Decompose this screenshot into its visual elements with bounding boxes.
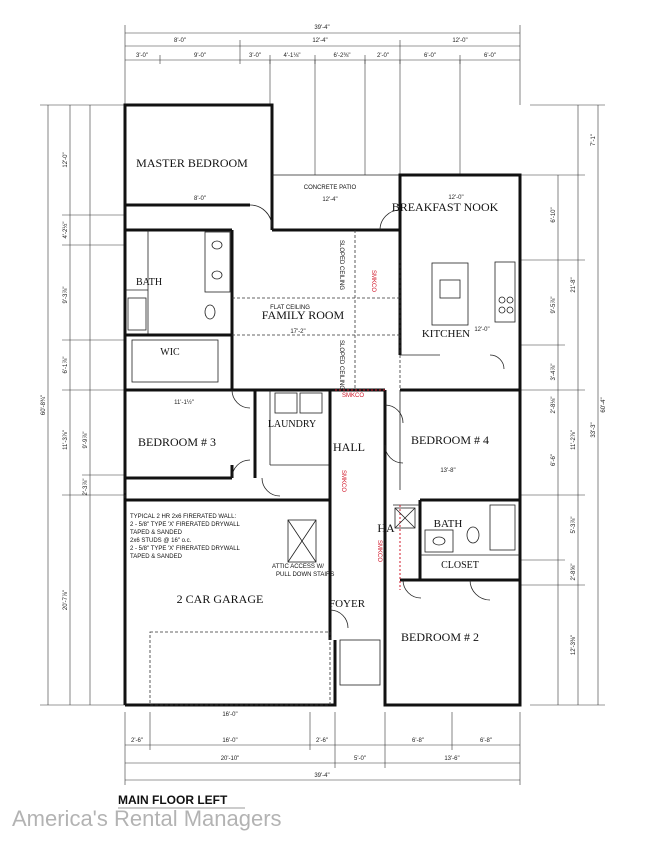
dim-family-width: 17'-2" <box>290 329 305 335</box>
dim-row3-4: 6'-2⅜" <box>334 53 351 59</box>
room-hall: HALL <box>333 440 365 454</box>
dim-top-overall: 39'-4" <box>314 25 329 31</box>
bottom-dimensions: 2'-6" 16'-0" 2'-6" 6'-8" 6'-8" 20'-10" 5… <box>124 712 521 785</box>
room-foyer: FOYER <box>329 598 366 610</box>
dim-right-3: 9'-5⅞" <box>551 297 557 314</box>
label-flat-ceiling: FLAT CEILING <box>270 305 310 311</box>
label-sloped-ceiling-1: SLOPED CEILING <box>338 240 344 290</box>
dim-right-10: 12'-3⅜" <box>571 635 577 655</box>
label-concrete-patio: CONCRETE PATIO <box>304 185 357 191</box>
room-closet: CLOSET <box>441 560 479 571</box>
smoke-detectors: SMKCO SMKCO SMKCO SMKCO <box>340 270 382 562</box>
doors <box>231 204 505 629</box>
dim-left-inner-0: 9'-9⅞" <box>83 432 89 449</box>
room-bath-2: BATH <box>434 518 463 530</box>
dim-top-mid: 12'-4" <box>312 38 327 44</box>
room-bedroom-2: BEDROOM # 2 <box>401 630 479 644</box>
watermark: America's Rental Managers <box>12 806 282 831</box>
room-hall-2: HA <box>377 521 395 535</box>
dim-right-0: 7'-1" <box>591 134 597 146</box>
dim-row3-5: 2'-0" <box>377 53 389 59</box>
room-bedroom-3: BEDROOM # 3 <box>138 435 216 449</box>
dim-row3-7: 6'-0" <box>484 53 496 59</box>
dim-bed4-width: 13'-8" <box>440 468 455 474</box>
room-wic: WIC <box>160 347 180 358</box>
room-kitchen: KITCHEN <box>422 328 470 340</box>
dim-left-4: 11'-3⅞" <box>63 430 69 450</box>
dim-right-6: 11'-2⅞" <box>571 430 577 450</box>
room-breakfast-nook: BREAKFAST NOOK <box>392 200 499 214</box>
dim-row3-6: 6'-0" <box>424 53 436 59</box>
right-dimensions: 60'-4" 7'-1" 6'-10" 21'-8" 9'-5⅞" 3'-4⅞"… <box>520 104 607 706</box>
wall-note: TYPICAL 2 HR 2x6 FIRERATED WALL: 2 - 5/8… <box>130 514 334 578</box>
dim-bottom-row2-2: 13'-6" <box>444 756 459 762</box>
smoke-label-0: SMKCO <box>370 270 376 292</box>
fixtures <box>127 231 516 563</box>
interior-walls <box>125 203 520 640</box>
dim-top-right: 12'-0" <box>452 38 467 44</box>
dim-right-9: 2'-8⅝" <box>571 564 577 581</box>
dashed-lines <box>124 230 401 706</box>
top-dimensions: 39'-4" 8'-0" 12'-4" 12'-0" 3'-0" 9'-0" 3… <box>124 25 521 175</box>
dim-row3-2: 3'-0" <box>249 53 261 59</box>
dim-patio-width: 12'-4" <box>322 197 337 203</box>
smoke-label-2: SMKCO <box>340 470 346 492</box>
dim-left-inner-1: 2'-3⅞" <box>83 479 89 496</box>
dim-right-5: 2'-8⅛" <box>551 397 557 414</box>
dim-right-1: 6'-10" <box>551 207 557 222</box>
dim-right-2: 21'-8" <box>571 277 577 292</box>
attic-line-0: ATTIC ACCESS W/ <box>272 564 324 570</box>
dim-bottom-4: 6'-8" <box>480 738 492 744</box>
dim-row3-1: 9'-0" <box>194 53 206 59</box>
room-family-room: FAMILY ROOM <box>262 308 345 322</box>
dim-right-4: 3'-4⅞" <box>551 364 557 381</box>
note-line-4: 2 - 5/8" TYPE 'X' FIRERATED DRYWALL <box>130 546 241 552</box>
room-master-bath: BATH <box>136 277 162 288</box>
room-laundry: LAUNDRY <box>268 419 316 430</box>
note-line-2: TAPED & SANDED <box>130 530 183 536</box>
note-line-3: 2x6 STUDS @ 16" o.c. <box>130 538 192 544</box>
dim-bottom-overall: 39'-4" <box>314 773 329 779</box>
dim-bed3-width: 11'-1½" <box>174 399 194 406</box>
dim-top-left: 8'-0" <box>174 38 186 44</box>
dim-left-overall: 60'-8¾" <box>41 395 47 415</box>
dim-bottom-0: 2'-6" <box>131 738 143 744</box>
smoke-label-1: SMKCO <box>342 393 364 399</box>
dim-bottom-3: 6'-8" <box>412 738 424 744</box>
room-labels: MASTER BEDROOM CONCRETE PATIO 12'-4" 8'-… <box>136 156 499 718</box>
smoke-label-3: SMKCO <box>376 540 382 562</box>
room-master-bedroom: MASTER BEDROOM <box>136 156 248 170</box>
room-garage: 2 CAR GARAGE <box>177 592 264 606</box>
left-dimensions: 60'-8¾" 12'-0" 4'-2½" 9'-3⅞" 6'-1⅞" 11'-… <box>40 104 125 706</box>
dim-bottom-1: 16'-0" <box>222 738 237 744</box>
dim-bottom-2: 2'-6" <box>316 738 328 744</box>
note-line-0: TYPICAL 2 HR 2x6 FIRERATED WALL: <box>130 514 236 520</box>
dim-left-0: 12'-0" <box>63 152 69 167</box>
dim-left-5: 20'-7⅞" <box>63 590 69 610</box>
dim-bottom-row2-1: 5'-0" <box>354 756 366 762</box>
dim-left-3: 6'-1⅞" <box>63 357 69 374</box>
attic-line-1: PULL DOWN STAIRS <box>276 572 334 578</box>
dim-left-2: 9'-3⅞" <box>63 287 69 304</box>
dim-nook-width: 12'-0" <box>448 195 463 201</box>
dim-right-7: 6'-6" <box>551 454 557 466</box>
dim-kitchen-width: 12'-0" <box>474 327 489 333</box>
note-line-1: 2 - 5/8" TYPE 'X' FIRERATED DRYWALL <box>130 522 241 528</box>
dim-row3-0: 3'-0" <box>136 53 148 59</box>
note-line-5: TAPED & SANDED <box>130 554 183 560</box>
plan-title: MAIN FLOOR LEFT <box>118 793 228 807</box>
room-bedroom-4: BEDROOM # 4 <box>411 433 489 447</box>
dim-row3-3: 4'-1⅛" <box>284 53 301 59</box>
dim-garage-door: 16'-0" <box>222 712 237 718</box>
dim-bottom-row2-0: 20'-10" <box>221 756 240 762</box>
dim-right-overall: 60'-4" <box>601 397 607 412</box>
dim-right-8: 5'-3⅞" <box>571 517 577 534</box>
dim-right-overall2: 33'-3" <box>591 422 597 437</box>
label-sloped-ceiling-2: SLOPED CEILING <box>338 340 344 390</box>
dim-left-1: 4'-2½" <box>62 222 69 239</box>
dim-master-inner: 8'-0" <box>194 196 206 202</box>
